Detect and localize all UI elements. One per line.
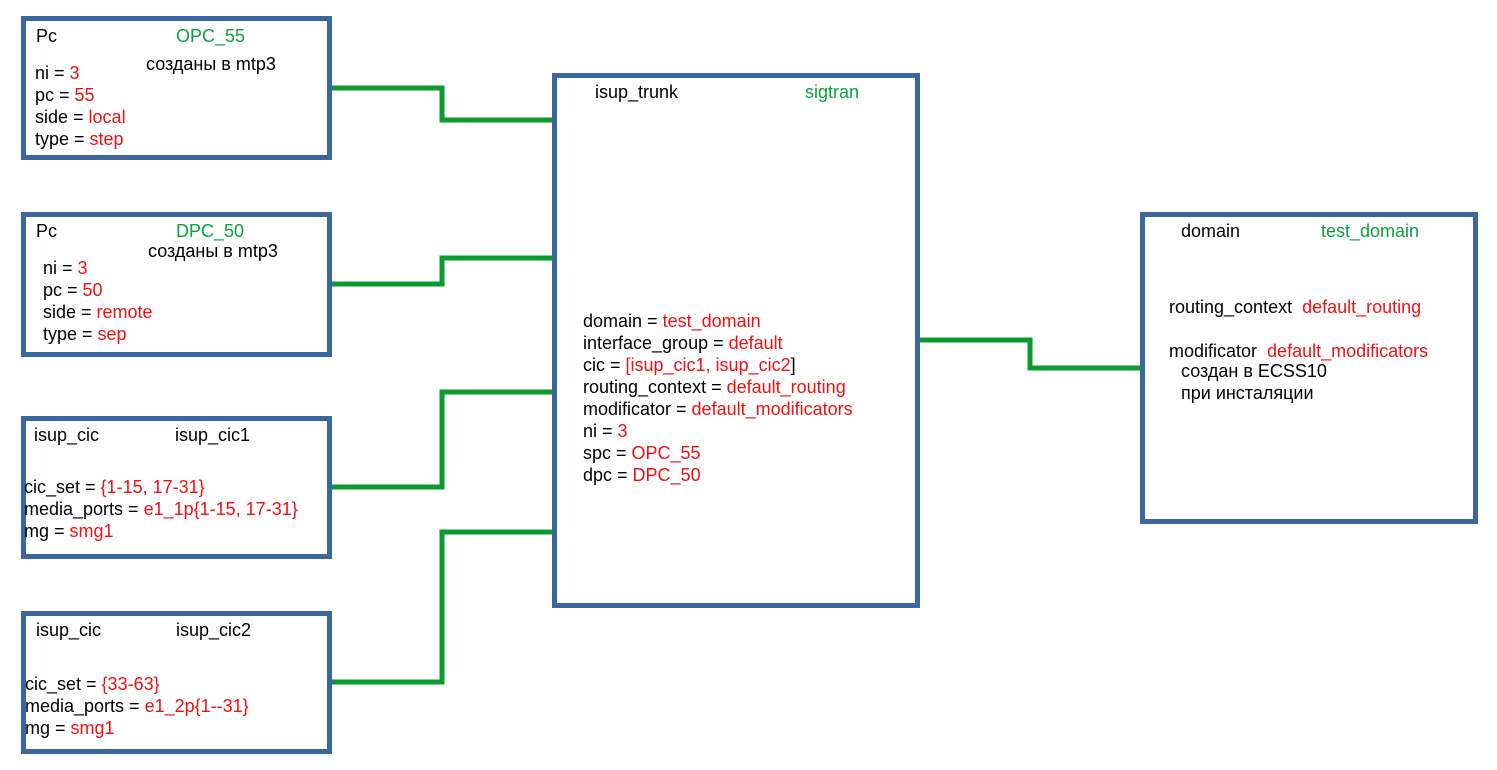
- cic2-fields: cic_set = {33-63} media_ports = e1_2p{1-…: [25, 673, 249, 739]
- field: modificator = default_modificators: [583, 399, 853, 419]
- cic1-type: isup_cic: [34, 425, 100, 445]
- field: side = local: [35, 107, 126, 127]
- pc-opc-box: [21, 16, 332, 160]
- field: interface_group = default: [583, 333, 783, 353]
- cic2-name: isup_cic2: [176, 620, 252, 640]
- pc1-type: Pc: [36, 26, 58, 46]
- pc2-name: DPC_50: [176, 221, 245, 241]
- field: ni = 3: [583, 421, 628, 441]
- field: pc = 55: [35, 85, 95, 105]
- field: side = remote: [43, 302, 153, 322]
- pc1-fields: ni = 3 pc = 55 side = local type = step: [35, 62, 126, 150]
- field: ni = 3: [43, 258, 88, 278]
- field: modificator default_modificators: [1169, 341, 1429, 361]
- pc-dpc-box: [21, 212, 332, 357]
- domain-note-1: создан в ECSS10: [1181, 361, 1327, 381]
- field: cic_set = {33-63}: [25, 674, 160, 694]
- field: spc = OPC_55: [583, 443, 701, 463]
- field: routing_context default_routing: [1169, 297, 1422, 317]
- field: media_ports = e1_2p{1--31}: [25, 696, 249, 716]
- domain-type: domain: [1181, 221, 1241, 241]
- domain-name: test_domain: [1321, 221, 1420, 241]
- trunk-fields: domain = test_domain interface_group = d…: [583, 310, 853, 486]
- connector-cic1-trunk: [330, 389, 552, 490]
- field: pc = 50: [43, 280, 103, 300]
- field: domain = test_domain: [583, 311, 761, 331]
- cic1-name: isup_cic1: [175, 425, 251, 445]
- field: type = sep: [43, 324, 127, 344]
- isup-trunk-box: [552, 73, 920, 608]
- connector-cic2-trunk: [330, 529, 552, 685]
- field: media_ports = e1_1p{1-15, 17-31}: [24, 499, 298, 519]
- connector-opc-trunk: [330, 85, 552, 123]
- field: mg = smg1: [24, 521, 114, 541]
- field: cic = [isup_cic1, isup_cic2]: [583, 355, 796, 375]
- field: mg = smg1: [25, 718, 115, 738]
- pc1-name: OPC_55: [176, 26, 246, 46]
- pc2-fields: ni = 3 pc = 50 side = remote type = sep: [43, 257, 153, 345]
- field: cic_set = {1-15, 17-31}: [24, 477, 205, 497]
- connector-dpc-trunk: [330, 255, 552, 287]
- field: ni = 3: [35, 63, 80, 83]
- domain-fields: routing_context default_routing modifica…: [1169, 274, 1428, 384]
- domain-box: [1140, 212, 1478, 524]
- cic2-type: isup_cic: [36, 620, 102, 640]
- pc2-type: Pc: [36, 221, 58, 241]
- trunk-name: sigtran: [805, 82, 860, 102]
- isup-cic2-box: [21, 611, 332, 754]
- field: routing_context = default_routing: [583, 377, 846, 397]
- domain-note-2: при инсталяции: [1181, 383, 1314, 403]
- field: dpc = DPC_50: [583, 465, 701, 485]
- connector-trunk-domain: [918, 337, 1140, 371]
- field: type = step: [35, 129, 124, 149]
- pc2-note: созданы в mtp3: [148, 241, 278, 261]
- cic1-fields: cic_set = {1-15, 17-31} media_ports = e1…: [24, 476, 298, 542]
- trunk-type: isup_trunk: [595, 82, 679, 102]
- isup-cic1-box: [21, 416, 332, 559]
- pc1-note: созданы в mtp3: [146, 54, 276, 74]
